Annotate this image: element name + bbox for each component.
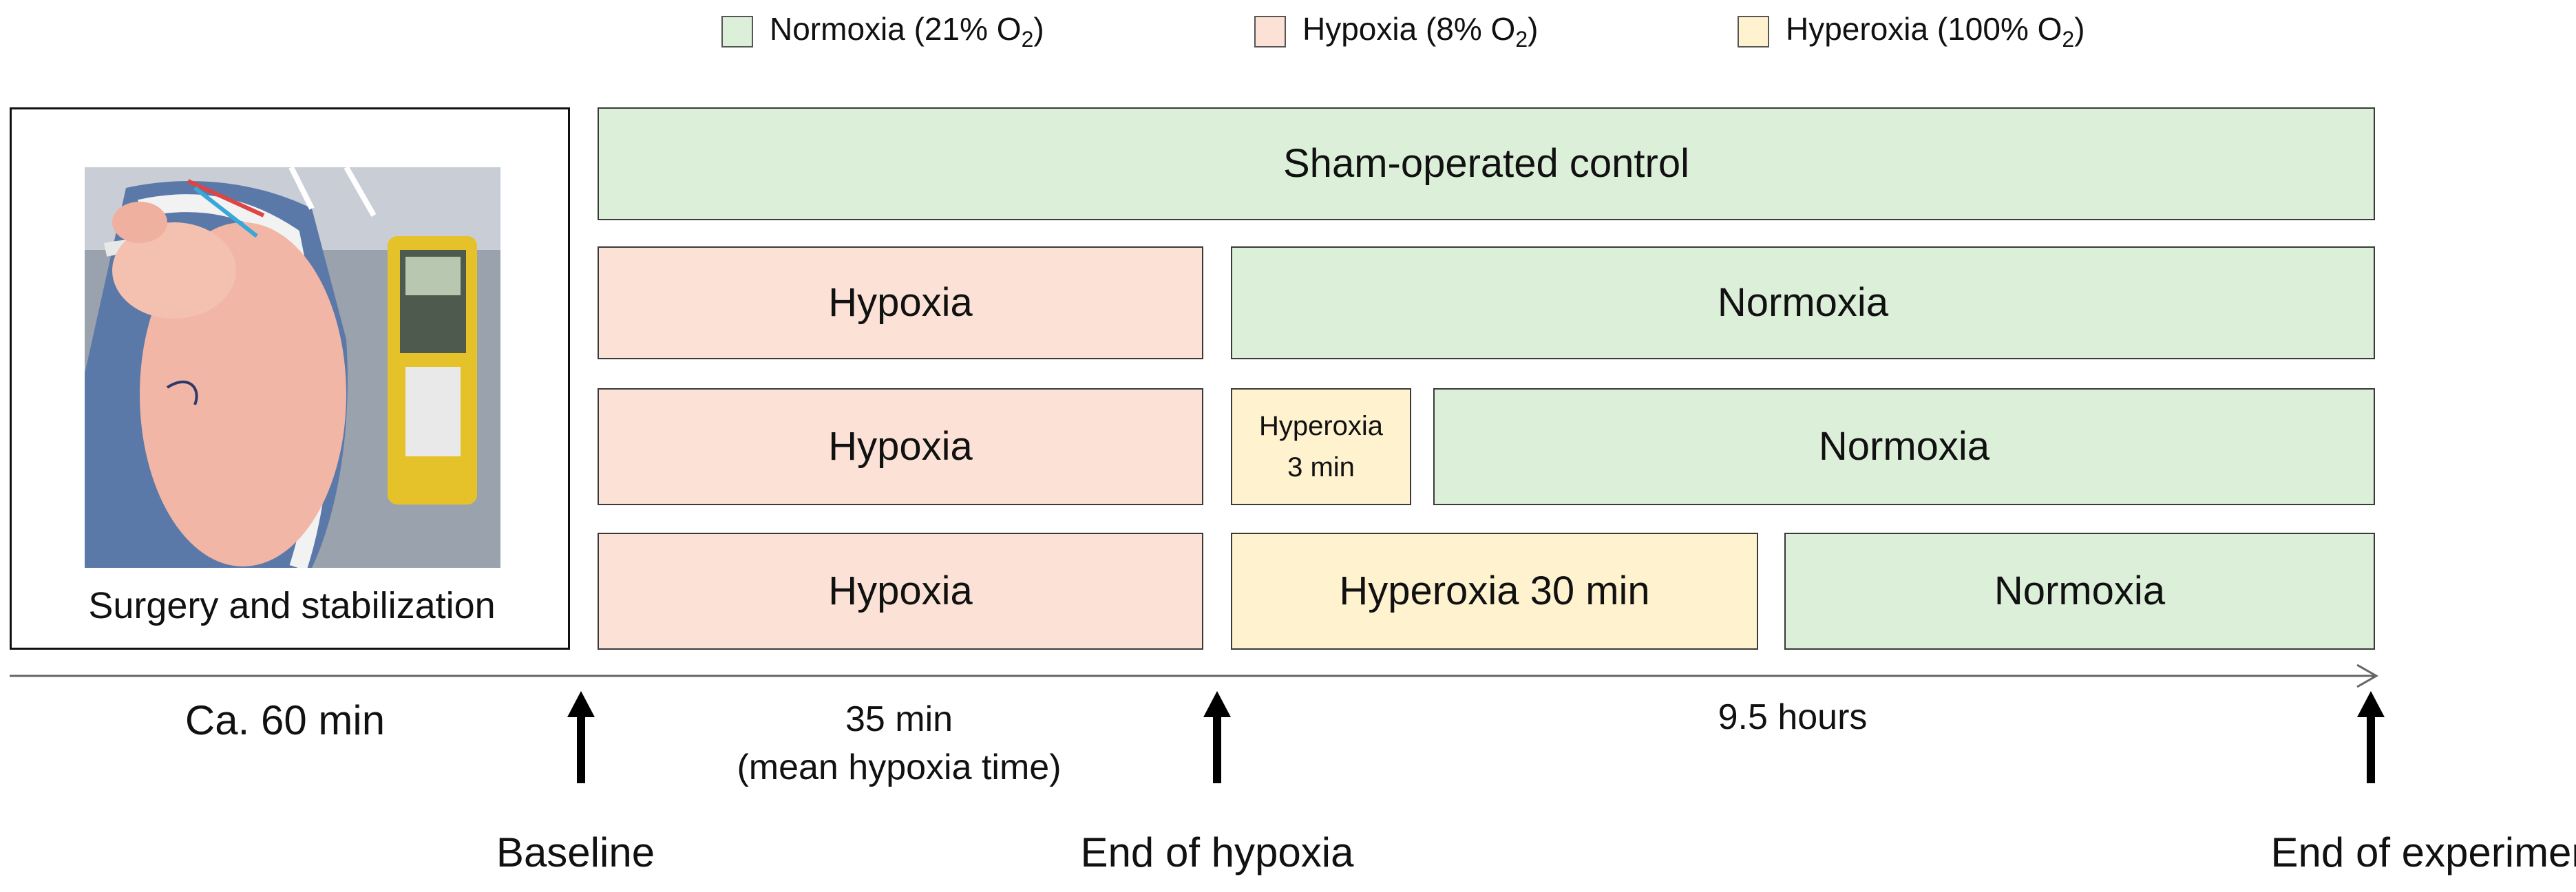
bar-row3-hyperoxia-3min: Hyperoxia 3 min xyxy=(1231,388,1411,505)
marker-end-experiment: End of experiment xyxy=(2270,829,2576,875)
legend-swatch-hypoxia xyxy=(1254,16,1286,47)
legend-hyperoxia: Hyperoxia (100% O2) xyxy=(1738,11,2085,52)
duration-hypoxia-line2: (mean hypoxia time) xyxy=(737,747,1062,788)
bar-row4-normoxia: Normoxia xyxy=(1784,533,2375,650)
timeline-axis xyxy=(10,663,2379,688)
surgery-photo-panel: Surgery and stabilization xyxy=(10,107,570,650)
legend-normoxia: Normoxia (21% O2) xyxy=(721,11,1044,52)
bar-row3-normoxia: Normoxia xyxy=(1433,388,2375,505)
marker-end-hypoxia: End of hypoxia xyxy=(1080,829,1354,875)
bar-sham-control: Sham-operated control xyxy=(598,107,2375,220)
hyperoxia-3min-line1: Hyperoxia xyxy=(1258,411,1384,441)
marker-baseline: Baseline xyxy=(496,829,655,875)
legend-swatch-hyperoxia xyxy=(1738,16,1769,47)
legend-hypoxia: Hypoxia (8% O2) xyxy=(1254,11,1539,52)
bar-row2-hypoxia: Hypoxia xyxy=(598,246,1203,359)
legend-label-hyperoxia: Hyperoxia (100% O2) xyxy=(1786,11,2085,52)
bar-row4-hypoxia: Hypoxia xyxy=(598,533,1203,650)
legend-label-hypoxia: Hypoxia (8% O2) xyxy=(1302,11,1539,52)
legend-swatch-normoxia xyxy=(721,16,753,47)
duration-hypoxia-line1: 35 min xyxy=(845,699,953,739)
duration-hypoxia: 35 min (mean hypoxia time) xyxy=(737,695,1061,792)
photo-caption: Surgery and stabilization xyxy=(88,585,496,626)
piglet-photo-illustration xyxy=(85,167,500,568)
bar-row3-hypoxia: Hypoxia xyxy=(598,388,1203,505)
bar-row2-normoxia: Normoxia xyxy=(1231,246,2375,359)
legend-label-normoxia: Normoxia (21% O2) xyxy=(770,11,1044,52)
hyperoxia-3min-line2: 3 min xyxy=(1287,452,1355,482)
duration-observation: 9.5 hours xyxy=(1718,697,1868,737)
duration-stabilization: Ca. 60 min xyxy=(184,697,386,743)
bar-row4-hyperoxia-30min: Hyperoxia 30 min xyxy=(1231,533,1758,650)
